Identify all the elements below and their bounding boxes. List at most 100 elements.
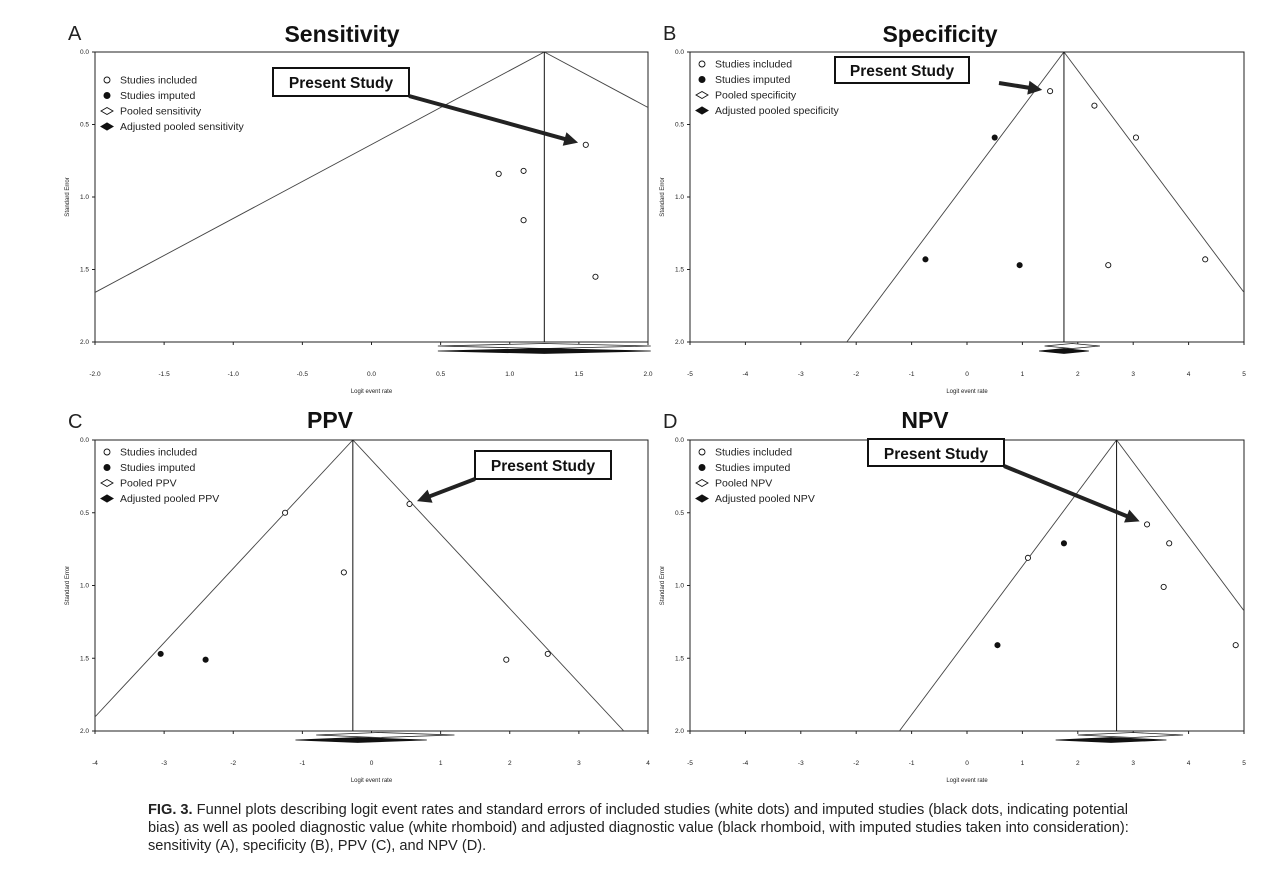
funnel-right-line-c <box>352 440 625 731</box>
funnel-left-line-a <box>95 52 545 293</box>
x-tick-label-d: -2 <box>853 760 859 767</box>
panel-letter-d: D <box>663 411 677 433</box>
x-tick-label-a: -2.0 <box>89 371 101 378</box>
study-imputed-point <box>202 656 209 663</box>
pooled-rhomboid-a <box>437 343 651 349</box>
x-tick-label-a: 0.5 <box>436 371 445 378</box>
present-study-box-d <box>867 438 1005 467</box>
x-tick-label-b: 0 <box>965 371 969 378</box>
funnel-right-line-b <box>1063 52 1244 294</box>
study-included-point <box>340 569 347 576</box>
study-imputed-point <box>994 642 1001 649</box>
x-axis-label-c: Logit event rate <box>351 778 393 784</box>
x-tick-label-b: 3 <box>1131 371 1135 378</box>
x-tick-label-c: 2 <box>508 760 512 767</box>
x-tick-label-a: 1.5 <box>574 371 583 378</box>
legend-marker-imputed <box>698 76 706 83</box>
present-study-box-c <box>474 450 612 480</box>
legend-label: Adjusted pooled sensitivity <box>120 121 244 133</box>
study-included-point <box>544 650 551 657</box>
study-imputed-point <box>1016 262 1023 269</box>
x-tick-label-a: -1.0 <box>228 371 240 378</box>
y-tick-label-d: 1.0 <box>675 583 684 590</box>
x-tick-label-b: -1 <box>909 371 915 378</box>
x-tick-label-c: 4 <box>646 760 650 767</box>
study-included-point <box>1105 262 1112 269</box>
adjusted-rhomboid-b <box>1038 348 1089 354</box>
study-included-point <box>592 273 599 280</box>
study-imputed-point <box>157 650 164 657</box>
x-tick-label-c: 1 <box>439 760 443 767</box>
legend-marker-imputed <box>103 464 111 471</box>
x-tick-label-c: -3 <box>161 760 167 767</box>
x-tick-label-c: 0 <box>370 760 374 767</box>
legend-marker-imputed <box>103 92 111 99</box>
y-tick-label-c: 1.0 <box>80 583 89 590</box>
caption-label: FIG. 3. <box>148 802 193 818</box>
pooled-rhomboid-b <box>1044 343 1100 349</box>
chart-title-d: NPV <box>901 407 949 433</box>
x-tick-label-b: -3 <box>798 371 804 378</box>
x-tick-label-c: -2 <box>230 760 236 767</box>
legend-marker-included <box>698 60 706 68</box>
y-axis-label-c: Standard Error <box>65 566 71 605</box>
y-tick-label-b: 0.5 <box>675 122 684 129</box>
study-included-point <box>520 217 527 224</box>
study-included-point <box>1202 256 1209 263</box>
x-tick-label-b: -5 <box>687 371 693 378</box>
x-tick-label-d: 1 <box>1021 760 1025 767</box>
plot-frame-c <box>94 439 649 732</box>
y-tick-label-a: 0.0 <box>80 49 89 56</box>
legend-marker-pooled <box>695 90 709 100</box>
x-tick-label-a: 2.0 <box>643 371 652 378</box>
y-axis-label-b: Standard Error <box>660 177 666 216</box>
x-tick-label-b: 5 <box>1242 371 1246 378</box>
x-tick-label-b: -2 <box>853 371 859 378</box>
funnel-right-line-d <box>1116 440 1244 612</box>
x-tick-label-d: -3 <box>798 760 804 767</box>
y-tick-label-a: 0.5 <box>80 122 89 129</box>
legend-label: Studies included <box>120 75 197 87</box>
legend-label: Studies imputed <box>715 74 790 86</box>
panel-letter-a: A <box>68 23 82 45</box>
study-imputed-point <box>991 134 998 141</box>
present-study-arrow-c <box>423 477 476 501</box>
x-tick-label-a: 1.0 <box>505 371 514 378</box>
y-tick-label-a: 2.0 <box>80 339 89 346</box>
study-included-point <box>1232 642 1239 649</box>
legend-marker-included <box>103 76 111 84</box>
present-study-arrowhead-a <box>562 132 579 146</box>
chart-title-a: Sensitivity <box>284 21 399 47</box>
study-included-point <box>1160 583 1167 591</box>
present-study-box-a <box>272 67 410 97</box>
funnel-left-line-b <box>846 52 1065 342</box>
caption-text: Funnel plots describing logit event rate… <box>148 802 1129 854</box>
pooled-rhomboid-d <box>1077 732 1184 738</box>
legend-label: Studies imputed <box>120 90 195 102</box>
study-included-point <box>406 500 413 508</box>
plot-frame-d <box>689 439 1245 732</box>
x-tick-label-d: 2 <box>1076 760 1080 767</box>
legend-label: Studies imputed <box>715 462 790 474</box>
legend-marker-pooled <box>100 106 114 116</box>
legend-label: Pooled PPV <box>120 478 177 490</box>
x-tick-label-d: -1 <box>909 760 915 767</box>
present-study-label-c: Present Study <box>491 458 596 475</box>
funnel-b <box>846 52 1244 342</box>
legend-marker-pooled <box>100 478 114 488</box>
present-study-arrowhead-d <box>1124 509 1140 523</box>
x-tick-label-d: -5 <box>687 760 693 767</box>
x-tick-label-a: 0.0 <box>367 371 376 378</box>
legend-marker-adjusted <box>100 494 114 503</box>
legend-label: Studies included <box>715 59 792 71</box>
y-tick-label-c: 1.5 <box>80 655 89 662</box>
legend-marker-adjusted <box>695 106 709 115</box>
adjusted-rhomboid-a <box>437 348 651 354</box>
x-axis-label-a: Logit event rate <box>351 389 393 395</box>
